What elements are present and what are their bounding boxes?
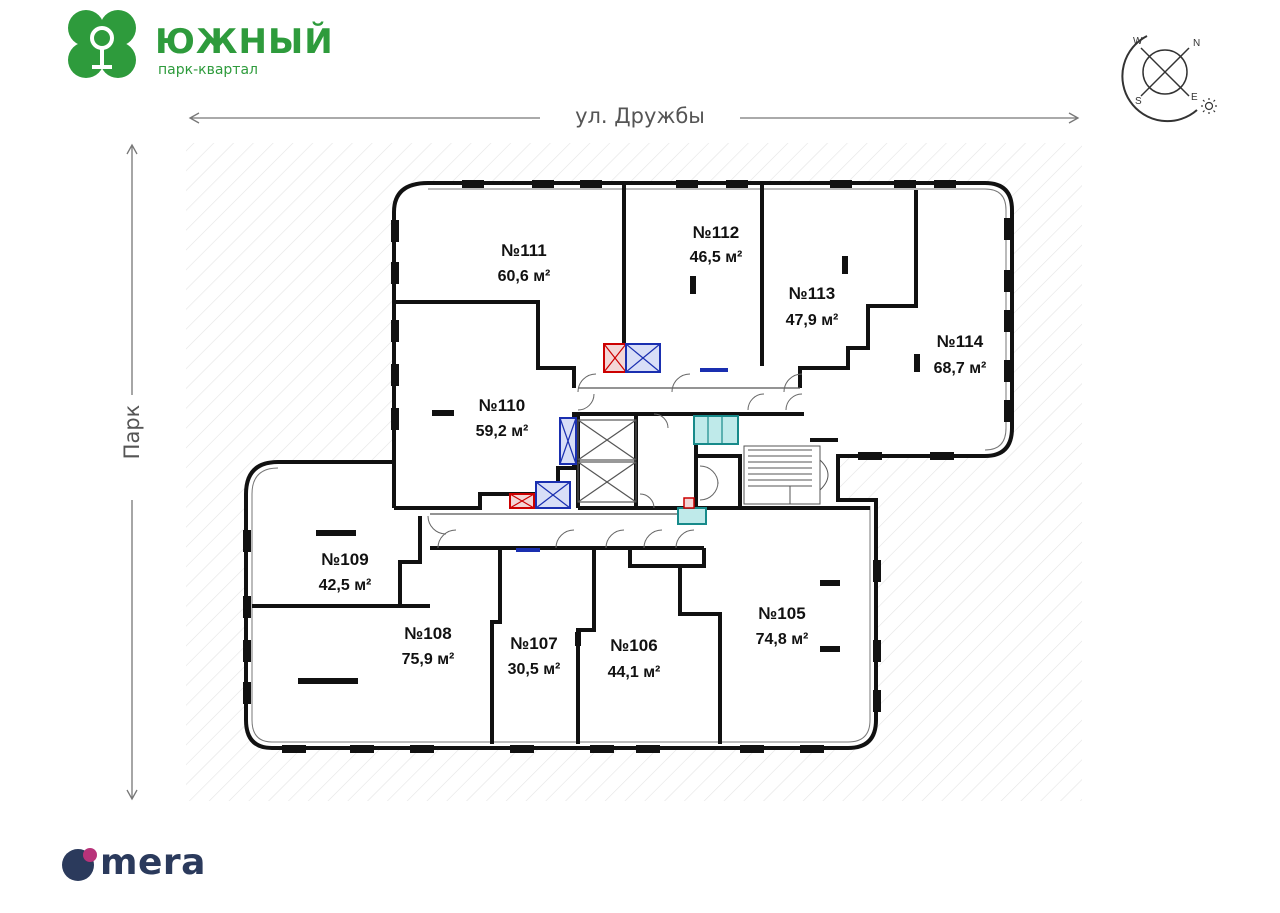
unit-113-label[interactable]: №113 47,9 м² xyxy=(786,284,839,329)
window-marks xyxy=(243,180,1014,753)
park-arrow xyxy=(126,143,138,801)
unit-number: №106 xyxy=(610,636,657,655)
unit-area: 60,6 м² xyxy=(498,268,551,285)
compass-letter-w: W xyxy=(1133,36,1143,47)
unit-area: 44,1 м² xyxy=(608,664,661,681)
unit-106-label[interactable]: №106 44,1 м² xyxy=(608,636,661,681)
unit-number: №110 xyxy=(479,396,525,415)
unit-area: 30,5 м² xyxy=(508,661,561,678)
unit-109-label[interactable]: №109 42,5 м² xyxy=(319,550,372,594)
unit-number: №107 xyxy=(510,634,557,653)
compass-letter-n: N xyxy=(1193,38,1200,49)
street-label: ул. Дружбы xyxy=(540,104,740,128)
unit-111-label[interactable]: №111 60,6 м² xyxy=(498,241,551,285)
brand-name: ЮЖНЫЙ xyxy=(155,22,334,62)
compass-letter-s: S xyxy=(1135,96,1142,107)
compass-letter-e: E xyxy=(1191,92,1198,103)
staircase xyxy=(743,445,829,505)
tree-logo-icon xyxy=(68,10,136,78)
utility-shafts xyxy=(509,343,739,552)
unit-area: 68,7 м² xyxy=(934,360,987,377)
mera-watermark: mera xyxy=(100,842,206,883)
columns xyxy=(298,256,920,684)
unit-107-label[interactable]: №107 30,5 м² xyxy=(508,634,561,678)
unit-area: 74,8 м² xyxy=(756,631,809,648)
building-outline xyxy=(244,181,1014,750)
unit-number: №105 xyxy=(758,604,805,623)
unit-114-label[interactable]: №114 68,7 м² xyxy=(934,332,987,377)
sun-icon xyxy=(1201,98,1217,114)
corridor-lines xyxy=(430,387,800,515)
unit-112-label[interactable]: №112 46,5 м² xyxy=(690,223,743,266)
street-arrow xyxy=(188,112,1080,124)
brand-subtitle: парк-квартал xyxy=(158,62,258,78)
unit-area: 47,9 м² xyxy=(786,312,839,329)
unit-number: №109 xyxy=(321,550,368,569)
unit-area: 46,5 м² xyxy=(690,249,743,266)
unit-area: 42,5 м² xyxy=(319,577,372,594)
unit-110-label[interactable]: №110 59,2 м² xyxy=(476,396,529,440)
unit-number: №113 xyxy=(789,284,835,303)
unit-area: 75,9 м² xyxy=(402,651,455,668)
unit-number: №114 xyxy=(937,332,984,351)
doors xyxy=(427,373,803,549)
unit-number: №108 xyxy=(404,624,451,643)
unit-number: №111 xyxy=(501,241,546,260)
unit-area: 59,2 м² xyxy=(476,423,529,440)
mera-logo-icon xyxy=(62,848,97,881)
brand-logo xyxy=(60,4,360,88)
unit-number: №112 xyxy=(693,223,739,242)
unit-105-label[interactable]: №105 74,8 м² xyxy=(756,604,809,648)
compass-icon: N W S E xyxy=(1121,35,1217,123)
unit-108-label[interactable]: №108 75,9 м² xyxy=(402,624,455,668)
